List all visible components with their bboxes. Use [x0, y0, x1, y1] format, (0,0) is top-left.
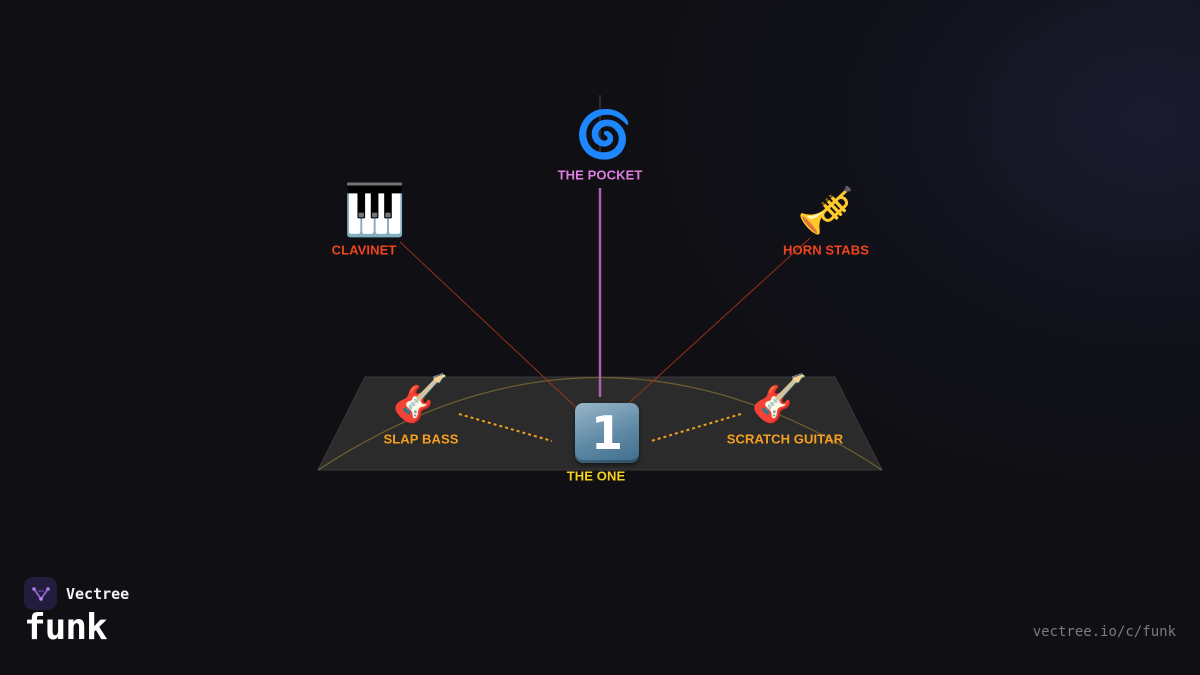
guitar-icon: 🎸 [751, 371, 809, 425]
clavinet-connector-line [399, 241, 583, 414]
piano-keys-icon: 🎹 [343, 181, 407, 239]
guitar-icon: 🎸 [392, 371, 450, 425]
node-label-bass: SLAP BASS [383, 431, 459, 447]
node-label-scratch: SCRATCH GUITAR [726, 431, 844, 447]
node-label-one: THE ONE [566, 468, 626, 484]
source-url[interactable]: vectree.io/c/funk [1032, 624, 1176, 640]
node-label-clavinet: CLAVINET [331, 242, 397, 258]
keycap-one-icon: 1 [575, 403, 639, 463]
topic-title: funk [24, 607, 108, 648]
brand-name: Vectree [66, 584, 130, 603]
node-label-horns: HORN STABS [783, 242, 869, 258]
trumpet-icon: 🎺 [797, 183, 855, 237]
vectree-logo-icon [24, 577, 57, 610]
horns-connector-line [617, 237, 811, 414]
spiral-icon: 🌀 [575, 107, 633, 161]
brand: Vectree [24, 577, 129, 610]
scratch-connector-line [650, 413, 742, 442]
bass-connector-line [458, 413, 553, 442]
node-label-pocket: THE POCKET [557, 167, 643, 183]
